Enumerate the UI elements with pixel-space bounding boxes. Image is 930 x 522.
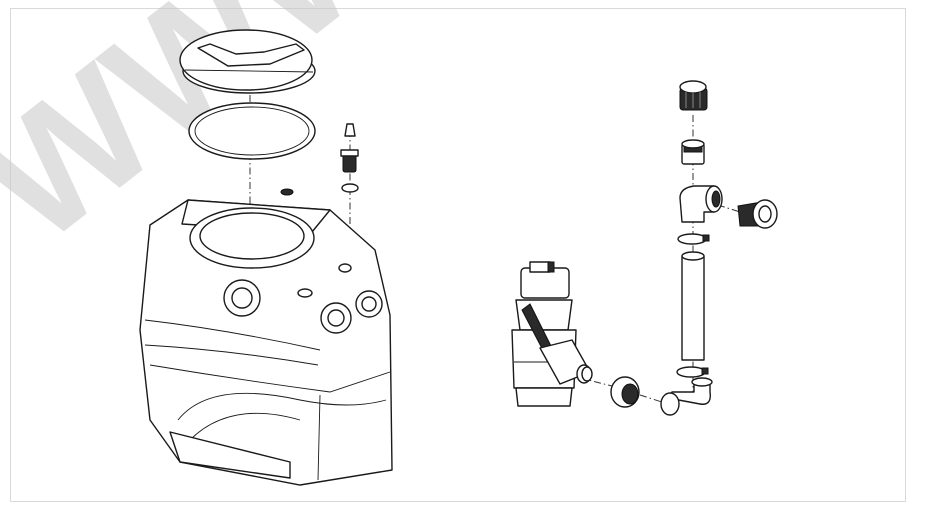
outlet-adapter (737, 199, 778, 229)
hose-clamp-upper (677, 233, 710, 245)
lid-gasket (188, 102, 316, 160)
elbow-upper (679, 185, 723, 223)
discharge-pipe (681, 251, 705, 361)
union-nut (610, 376, 640, 408)
elbow-lower (660, 377, 713, 416)
tank-body (139, 188, 393, 486)
hose-clamp-lower (676, 366, 709, 378)
vent-washer (341, 183, 359, 193)
outlet-washer (581, 366, 593, 382)
adapter-nipple (681, 139, 705, 165)
tank-lid (179, 29, 316, 94)
vent-screw (340, 123, 359, 173)
pump (511, 261, 577, 407)
top-cap (679, 80, 708, 111)
